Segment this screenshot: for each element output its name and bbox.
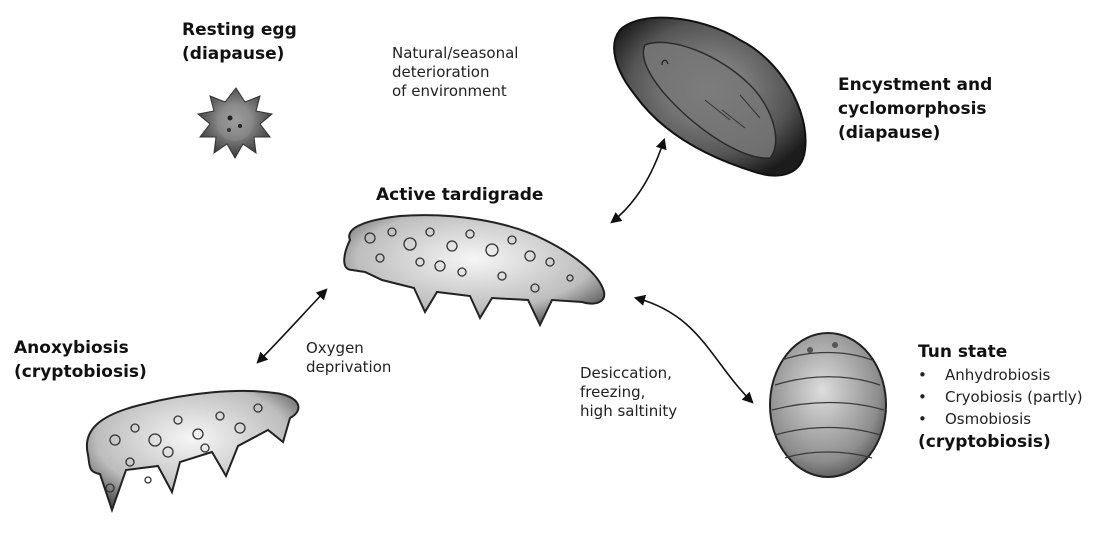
active-tardigrade-label: Active tardigrade bbox=[376, 183, 543, 207]
resting-egg-illustration bbox=[198, 88, 272, 158]
resting-egg-label-line-1: Resting egg bbox=[182, 18, 297, 42]
desiccation-condition-line-3: high saltinity bbox=[580, 402, 677, 421]
active-tardigrade-illustration bbox=[344, 215, 604, 325]
tun-state-item: Anhydrobiosis bbox=[918, 364, 1083, 386]
desiccation-condition-line-2: freezing, bbox=[580, 383, 677, 402]
tun-state-item: Cryobiosis (partly) bbox=[918, 386, 1083, 408]
encystment-label-line-1: Encystment and bbox=[838, 73, 992, 97]
encystment-label: Encystment and cyclomorphosis (diapause) bbox=[838, 73, 992, 145]
anoxybiosis-tardigrade-illustration bbox=[87, 391, 299, 510]
tun-state-list: Anhydrobiosis Cryobiosis (partly) Osmobi… bbox=[918, 364, 1083, 430]
resting-egg-label: Resting egg (diapause) bbox=[182, 18, 297, 66]
seasonal-condition-label: Natural/seasonal deterioration of enviro… bbox=[392, 44, 518, 101]
arrow-active-encystment bbox=[612, 140, 664, 222]
resting-egg-label-line-2: (diapause) bbox=[182, 42, 297, 66]
tun-state-label: Tun state Anhydrobiosis Cryobiosis (part… bbox=[918, 340, 1083, 454]
tun-state-item: Osmobiosis bbox=[918, 408, 1083, 430]
tun-state-footer: (cryptobiosis) bbox=[918, 430, 1083, 454]
encystment-label-line-2: cyclomorphosis bbox=[838, 97, 992, 121]
desiccation-condition-label: Desiccation, freezing, high saltinity bbox=[580, 364, 677, 421]
seasonal-condition-line-3: of environment bbox=[392, 82, 518, 101]
tun-illustration bbox=[770, 333, 886, 477]
anoxybiosis-label-line-2: (cryptobiosis) bbox=[14, 360, 147, 384]
anoxybiosis-label-line-1: Anoxybiosis bbox=[14, 336, 147, 360]
oxygen-condition-line-2: deprivation bbox=[306, 358, 391, 377]
seasonal-condition-line-2: deterioration bbox=[392, 63, 518, 82]
tun-state-title: Tun state bbox=[918, 340, 1083, 364]
encystment-label-line-3: (diapause) bbox=[838, 121, 992, 145]
oxygen-condition-line-1: Oxygen bbox=[306, 339, 391, 358]
desiccation-condition-line-1: Desiccation, bbox=[580, 364, 677, 383]
oxygen-condition-label: Oxygen deprivation bbox=[306, 339, 391, 377]
cyst-illustration bbox=[614, 18, 805, 176]
anoxybiosis-label: Anoxybiosis (cryptobiosis) bbox=[14, 336, 147, 384]
seasonal-condition-line-1: Natural/seasonal bbox=[392, 44, 518, 63]
active-tardigrade-label-line-1: Active tardigrade bbox=[376, 183, 543, 207]
